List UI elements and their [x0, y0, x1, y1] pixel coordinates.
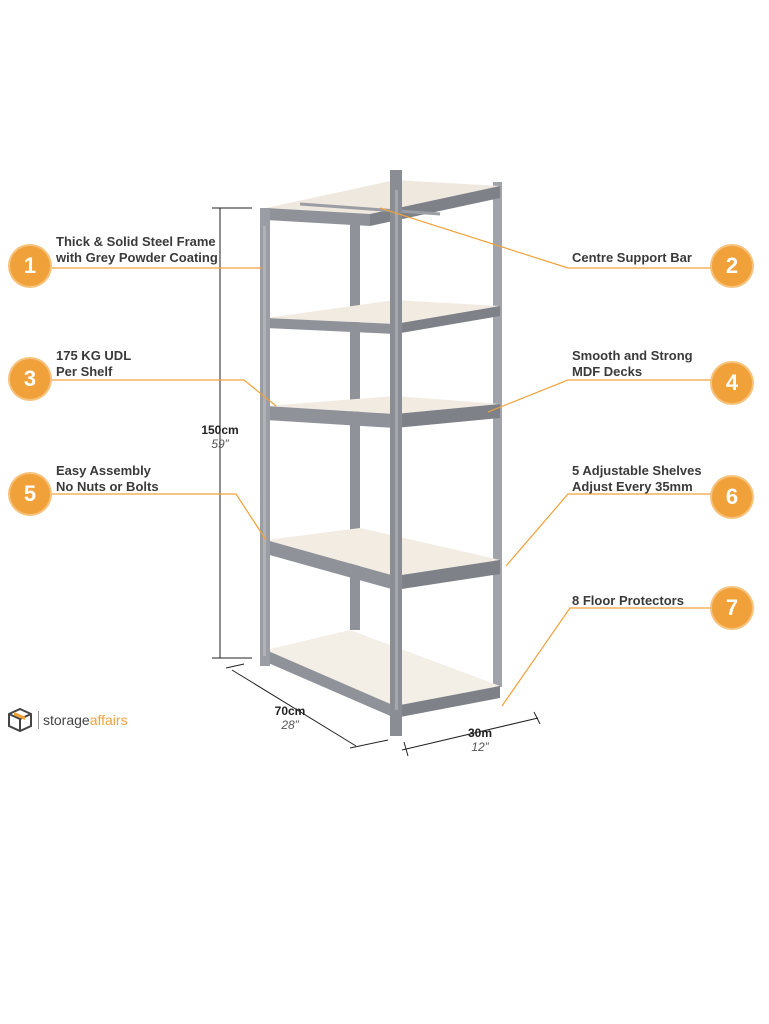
- callout-label-1-line2: with Grey Powder Coating: [56, 250, 218, 265]
- back-right-upright: [493, 182, 502, 687]
- height-dimension-line: [212, 207, 252, 659]
- callout-label-4-line1: Smooth and Strong: [572, 348, 693, 363]
- height-inch: 59”: [211, 437, 229, 451]
- depth-inch: 12”: [471, 740, 489, 754]
- leader-line-3: [52, 379, 277, 407]
- callout-label-1: Thick & Solid Steel Frame with Grey Powd…: [56, 234, 218, 266]
- shelf-bottom: [266, 630, 500, 718]
- width-inch: 28”: [281, 718, 299, 732]
- height-dimension-label: 150cm 59”: [190, 423, 250, 451]
- callout-label-7: 8 Floor Protectors: [572, 593, 684, 609]
- callout-label-3: 175 KG UDL Per Shelf: [56, 348, 131, 380]
- shelf-2: [266, 300, 500, 334]
- back-left-upright: [350, 222, 360, 630]
- callout-badge-2: 2: [712, 246, 752, 286]
- shelf-3: [266, 396, 500, 428]
- leader-line-6: [505, 493, 712, 567]
- box-icon: [8, 707, 32, 733]
- logo-separator: [38, 711, 39, 729]
- leader-line-7: [501, 607, 712, 707]
- callout-label-1-line1: Thick & Solid Steel Frame: [56, 234, 216, 249]
- callout-label-4: Smooth and Strong MDF Decks: [572, 348, 693, 380]
- centre-support-bar: [299, 202, 441, 216]
- width-dimension-line: [225, 663, 389, 749]
- callout-badge-1: 1: [10, 246, 50, 286]
- callout-badge-3: 3: [10, 359, 50, 399]
- callout-badge-5: 5: [10, 474, 50, 514]
- depth-dimension-label: 30m 12”: [450, 726, 510, 754]
- front-right-upright: [390, 170, 402, 736]
- callout-label-3-line2: Per Shelf: [56, 364, 113, 379]
- depth-dimension-line: [401, 711, 541, 757]
- depth-cm: 30m: [467, 726, 493, 740]
- callout-badge-4: 4: [712, 363, 752, 403]
- width-dimension-label: 70cm 28”: [260, 704, 320, 732]
- callout-label-5-line1: Easy Assembly: [56, 463, 151, 478]
- front-left-upright: [260, 208, 270, 666]
- callout-label-4-line2: MDF Decks: [572, 364, 643, 379]
- brand-name-part1: storage: [43, 712, 90, 728]
- callout-badge-6: 6: [712, 477, 752, 517]
- callout-label-5-line2: No Nuts or Bolts: [56, 479, 159, 494]
- shelf-4: [266, 528, 500, 590]
- brand-name-part2: affairs: [89, 712, 128, 728]
- leader-line-4: [487, 379, 712, 413]
- height-cm: 150cm: [201, 423, 239, 437]
- leader-line-2: [379, 207, 712, 269]
- callout-label-7-line1: 8 Floor Protectors: [572, 593, 684, 608]
- callout-badge-7: 7: [712, 588, 752, 628]
- callout-label-5: Easy Assembly No Nuts or Bolts: [56, 463, 159, 495]
- callout-label-6-line2: Adjust Every 35mm: [572, 479, 693, 494]
- width-cm: 70cm: [274, 704, 306, 718]
- callout-label-3-line1: 175 KG UDL: [56, 348, 132, 363]
- callout-label-2: Centre Support Bar: [572, 250, 692, 266]
- leader-line-5: [52, 493, 267, 541]
- callout-label-6: 5 Adjustable Shelves Adjust Every 35mm: [572, 463, 702, 495]
- callout-label-2-line1: Centre Support Bar: [572, 250, 692, 265]
- callout-label-6-line1: 5 Adjustable Shelves: [572, 463, 702, 478]
